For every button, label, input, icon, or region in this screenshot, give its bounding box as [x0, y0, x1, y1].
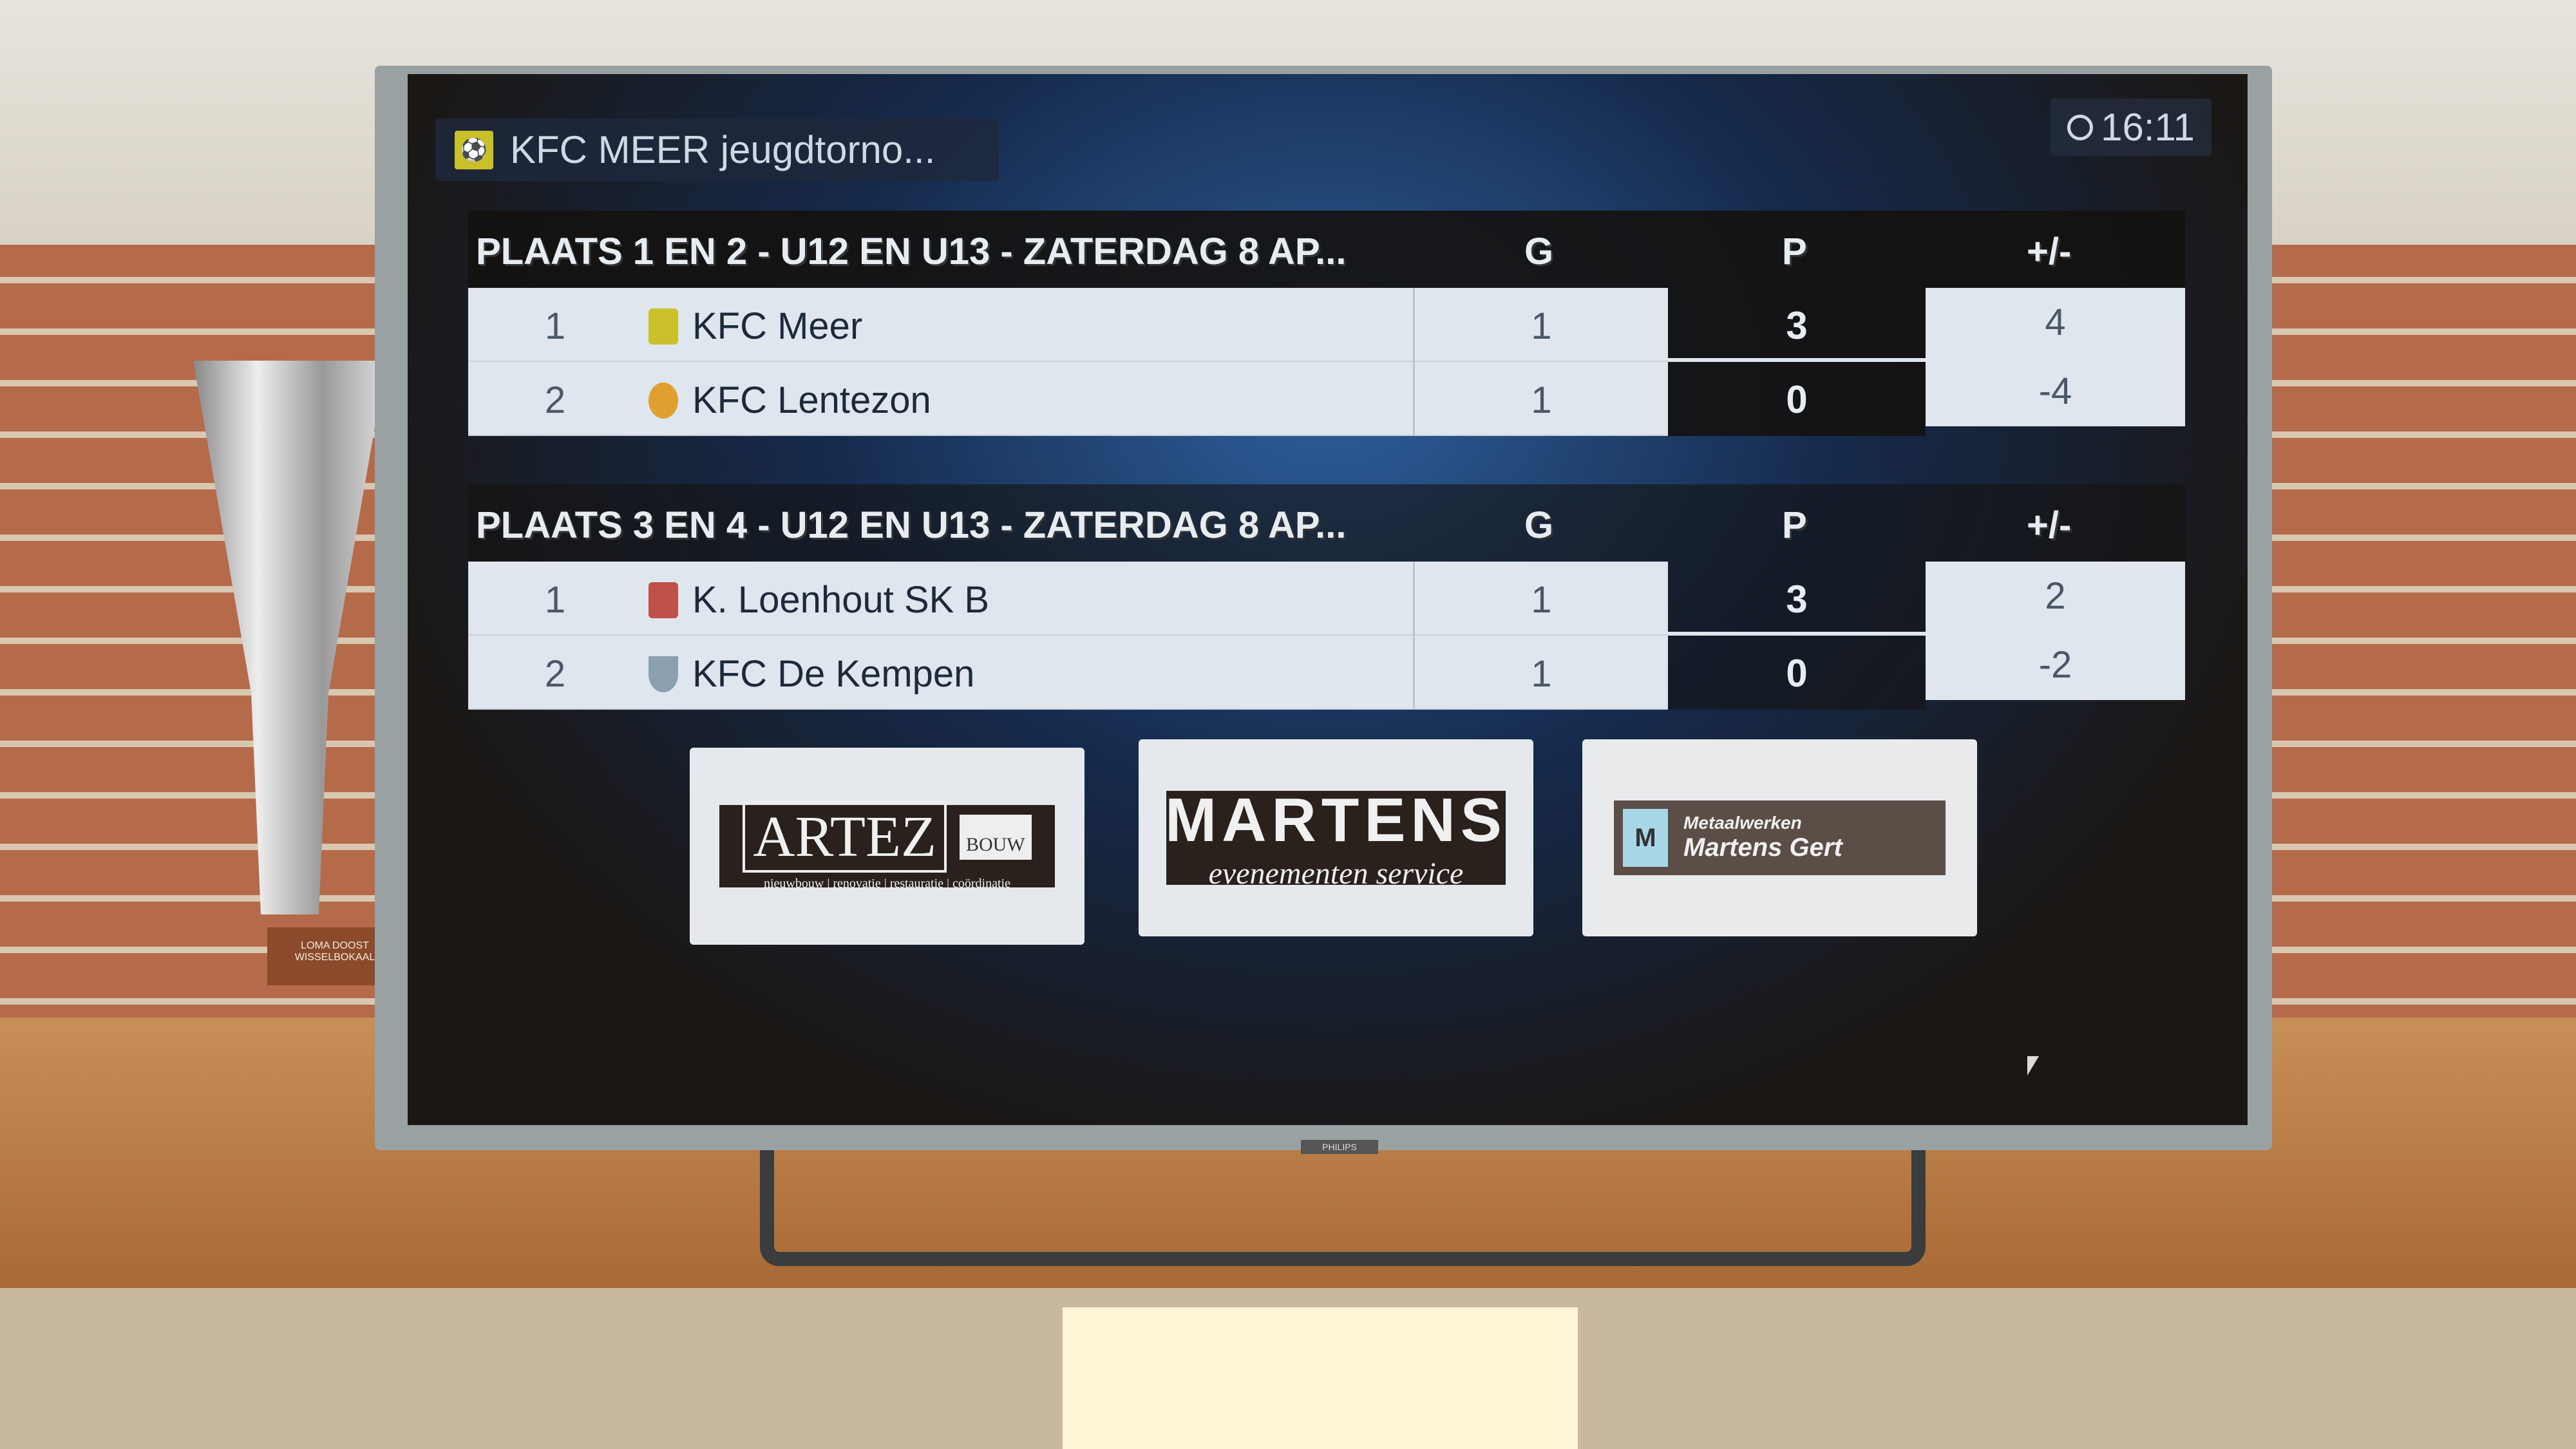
table-row: 2 KFC De Kempen 1 — [468, 636, 1668, 710]
games: 1 — [1413, 362, 1668, 436]
goal-diff: 2 — [2045, 575, 2066, 617]
clock-time: 16:11 — [2101, 106, 2195, 149]
goal-diff: -4 — [2038, 370, 2072, 412]
team-name: KFC Lentezon — [692, 379, 931, 421]
sponsor-sub: Metaalwerken — [1683, 813, 1802, 833]
col-diff: +/- — [2027, 504, 2072, 546]
goal-diff: -2 — [2038, 644, 2072, 686]
clock-icon — [2067, 114, 2094, 140]
team-badge-icon — [649, 382, 678, 419]
points: 3 — [1668, 288, 1926, 362]
table-title: PLAATS 3 EN 4 - U12 EN U13 - ZATERDAG 8 … — [476, 504, 1347, 546]
games: 1 — [1413, 562, 1668, 636]
col-p: P — [1782, 231, 1807, 272]
position: 1 — [544, 305, 566, 347]
team-name: K. Loenhout SK B — [692, 579, 990, 621]
doorway — [1063, 1307, 1578, 1449]
sponsor-martens-evenementen: MARTENS evenementen service — [1139, 739, 1533, 936]
points: 0 — [1786, 378, 1808, 421]
col-p: P — [1782, 504, 1807, 546]
sponsor-name: Martens Gert — [1683, 833, 1842, 862]
clock: 16:11 — [2050, 99, 2211, 156]
team-name: KFC Meer — [692, 305, 863, 347]
table-row: 2 KFC Lentezon 1 — [468, 362, 1668, 436]
table-header: PLAATS 1 EN 2 - U12 EN U13 - ZATERDAG 8 … — [468, 211, 2185, 288]
mg-logo-icon: M — [1623, 808, 1669, 867]
sponsor-sub: evenementen service — [1208, 856, 1464, 891]
team-name: KFC De Kempen — [692, 653, 975, 695]
points: 3 — [1668, 562, 1926, 636]
sponsor-artez: ARTEZ BOUW nieuwbouw | renovatie | resta… — [690, 748, 1084, 945]
games: 1 — [1413, 636, 1668, 710]
goal-diff: 4 — [2045, 301, 2066, 343]
sponsor-name: MARTENS — [1165, 785, 1507, 855]
sponsor-name: ARTEZ — [743, 801, 947, 873]
table-row: 1 K. Loenhout SK B 1 — [468, 562, 1668, 636]
table-title: PLAATS 1 EN 2 - U12 EN U13 - ZATERDAG 8 … — [476, 231, 1347, 272]
mouse-cursor-icon — [2027, 1056, 2039, 1075]
position: 2 — [544, 379, 566, 421]
points: 0 — [1786, 652, 1808, 695]
tv-stand — [760, 1150, 1926, 1266]
team-badge-icon — [649, 582, 678, 618]
team-badge-icon — [649, 656, 678, 692]
title-bar[interactable]: ⚽ KFC MEER jeugdtorno... — [435, 118, 999, 181]
table-row: 1 KFC Meer 1 — [468, 288, 1668, 362]
sponsor-tagline: nieuwbouw | renovatie | restauratie | co… — [764, 876, 1010, 891]
col-g: G — [1524, 504, 1554, 546]
table-header: PLAATS 3 EN 4 - U12 EN U13 - ZATERDAG 8 … — [468, 484, 2185, 562]
position: 2 — [544, 653, 566, 695]
tv-screen: ⚽ KFC MEER jeugdtorno... 16:11 PLAATS 1 … — [408, 74, 2248, 1125]
tv-brand-label: PHILIPS — [1301, 1140, 1378, 1154]
tournament-title: KFC MEER jeugdtorno... — [510, 128, 936, 171]
games: 1 — [1413, 288, 1668, 362]
team-badge-icon — [649, 308, 678, 345]
standings-table-2: PLAATS 3 EN 4 - U12 EN U13 - ZATERDAG 8 … — [468, 484, 2185, 716]
sponsor-martens-gert: M Metaalwerken Martens Gert — [1582, 739, 1977, 936]
col-g: G — [1524, 231, 1554, 272]
position: 1 — [544, 579, 566, 621]
sponsor-sub: BOUW — [959, 814, 1032, 860]
standings-table-1: PLAATS 1 EN 2 - U12 EN U13 - ZATERDAG 8 … — [468, 211, 2185, 442]
col-diff: +/- — [2027, 231, 2072, 272]
club-logo-icon: ⚽ — [455, 130, 493, 169]
